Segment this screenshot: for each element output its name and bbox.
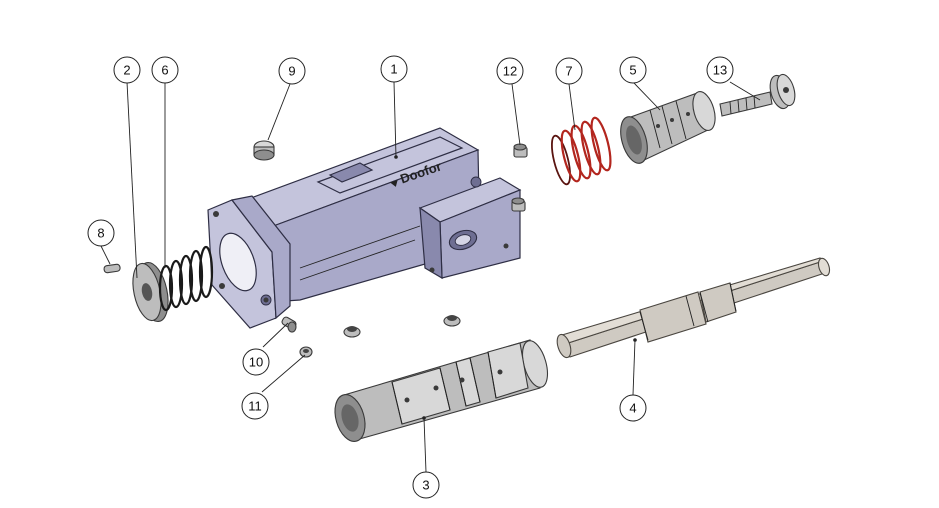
callout-9: 9 [278,57,306,85]
callout-2: 2 [113,56,141,84]
leader-lines [100,81,761,473]
callout-11-label: 11 [248,399,262,414]
part-1-valve-body [207,127,522,329]
callout-12: 12 [496,57,524,85]
leader-1 [393,81,397,158]
part-3-spool [334,339,549,442]
callout-6-label: 6 [161,63,168,78]
leader-2 [126,81,138,279]
leader-3 [423,417,427,473]
callout-1-label: 1 [390,62,397,77]
part-2-end-cap [132,261,169,323]
callout-13-label: 13 [713,63,727,78]
plug-under-body-right [443,315,461,327]
part-12-plug-upper [513,143,528,158]
callout-5-label: 5 [629,63,636,78]
callout-13: 13 [706,56,734,84]
leader-11 [261,354,306,393]
callout-3: 3 [412,471,440,499]
part-8-pin [103,263,121,274]
leader-12 [511,83,521,146]
leader-10 [262,322,289,348]
leader-8 [100,245,111,265]
brand-logo-icon [390,179,398,187]
part-5-sleeve [620,91,716,164]
callout-7: 7 [555,57,583,85]
leader-7 [568,83,576,131]
callout-7-label: 7 [565,64,572,79]
callout-3-label: 3 [422,478,429,493]
leader-4 [632,339,636,396]
callout-12-label: 12 [503,64,517,79]
callout-8-label: 8 [97,226,104,241]
callout-11: 11 [241,392,269,420]
callout-1: 1 [380,55,408,83]
callout-10: 10 [242,348,270,376]
callout-4: 4 [619,394,647,422]
callout-5: 5 [619,56,647,84]
callout-2-label: 2 [123,63,130,78]
plug-under-body-left [343,326,361,338]
callout-6: 6 [151,56,179,84]
part-12-plug-lower [511,197,526,212]
callout-10-label: 10 [249,355,263,370]
part-7-spring [551,116,612,186]
part-6-spring [158,245,214,312]
part-13-pilot-stem [719,73,796,117]
part-9-plug [253,140,275,161]
leader-9 [267,83,291,141]
part-10-screw [281,316,297,333]
part-11-screw [299,346,313,358]
leader-13 [729,81,761,101]
part-4-shaft [556,257,831,359]
leader-5 [632,81,661,111]
callout-4-label: 4 [629,401,636,416]
callout-9-label: 9 [288,64,295,79]
callout-8: 8 [87,219,115,247]
